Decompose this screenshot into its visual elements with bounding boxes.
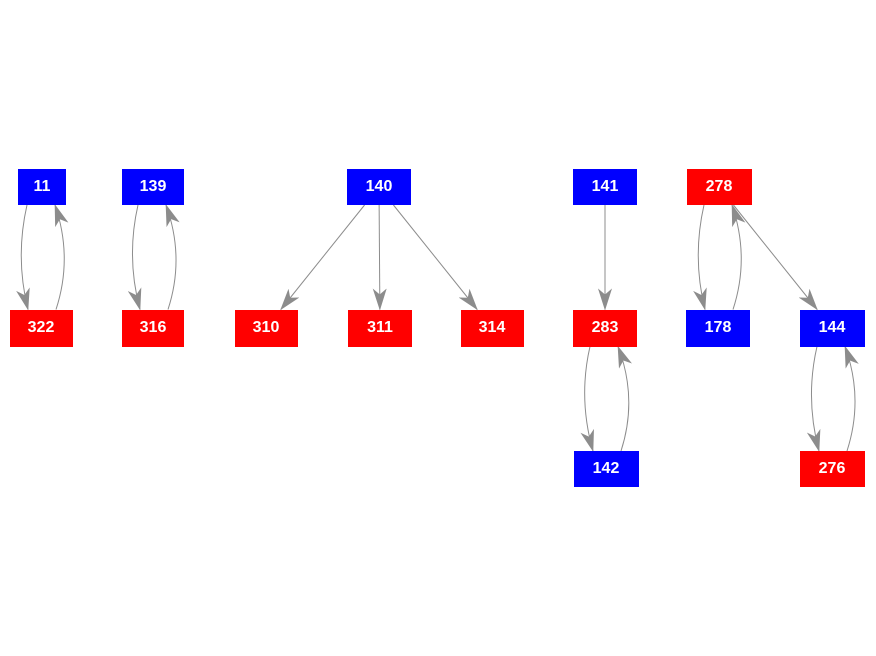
edge-140-314 [393, 204, 478, 311]
graph-node-278: 278 [686, 169, 752, 205]
graph-node-139: 139 [122, 169, 184, 205]
graph-node-316: 316 [122, 309, 184, 347]
edge-139-316 [127, 204, 142, 311]
edge-140-310 [280, 204, 365, 311]
edge-178-278 [731, 204, 746, 310]
graph-node-311: 311 [348, 309, 412, 347]
graph-node-322: 322 [9, 309, 73, 347]
graph-node-144: 144 [799, 309, 865, 347]
graph-node-178: 178 [686, 309, 750, 347]
edge-140-311 [372, 204, 387, 311]
edge-11-322 [16, 204, 30, 311]
graph-node-11: 11 [18, 169, 66, 205]
graph-node-140: 140 [347, 169, 411, 205]
graph-node-314: 314 [460, 309, 524, 347]
edge-283-142 [580, 346, 594, 452]
graph-node-283: 283 [573, 309, 637, 347]
graph-node-141: 141 [573, 169, 637, 205]
edge-142-283 [617, 345, 633, 452]
edge-278-144 [733, 204, 818, 311]
graph-node-310: 310 [234, 309, 298, 347]
edge-276-144 [844, 345, 859, 452]
edge-278-178 [693, 204, 707, 311]
edge-144-276 [806, 346, 821, 452]
edge-322-11 [54, 204, 69, 310]
edge-316-139 [165, 204, 180, 310]
graph-node-142: 142 [573, 451, 639, 487]
graph-node-276: 276 [799, 451, 865, 487]
